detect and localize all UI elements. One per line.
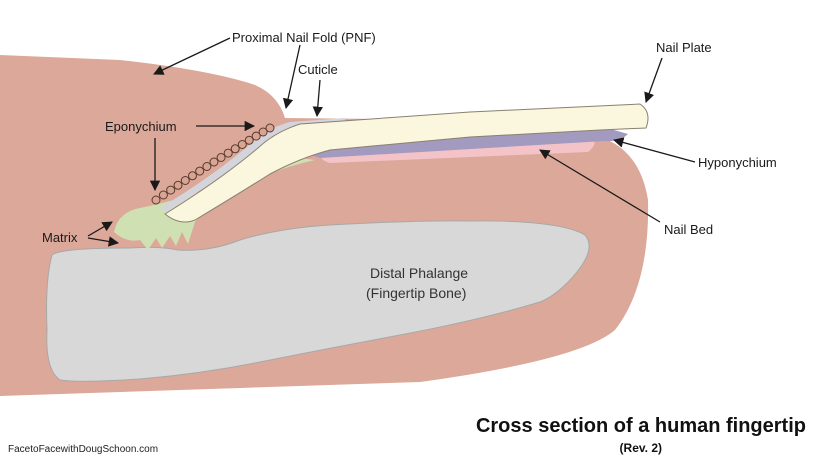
eponychium-bead xyxy=(158,190,168,200)
distal-phalange-bone xyxy=(46,220,590,382)
arrow-nail-plate xyxy=(644,57,663,103)
eponychium-bead xyxy=(188,171,197,181)
label-cuticle: Cuticle xyxy=(298,62,338,77)
eponychium-bead xyxy=(166,185,176,195)
eponychium-bead xyxy=(209,157,219,167)
arrow-pnf-right xyxy=(282,44,301,110)
source-credit: FacetoFacewithDougSchoon.com xyxy=(8,444,158,455)
label-distal-phalange: Distal Phalange xyxy=(370,265,468,281)
hyponychium xyxy=(295,126,628,158)
label-eponychium: Eponychium xyxy=(105,119,177,134)
eponychium-bead xyxy=(202,162,212,171)
arrow-hyponychium xyxy=(612,137,696,163)
eponychium-bead xyxy=(195,166,205,176)
label-fingertip-bone: (Fingertip Bone) xyxy=(366,285,466,301)
eponychium-bead xyxy=(216,153,226,162)
eponychium-bead xyxy=(173,180,183,190)
eponychium-bead xyxy=(258,127,268,137)
eponychium-bead xyxy=(180,176,190,185)
arrow-pnf-left xyxy=(153,37,231,75)
diagram-revision: (Rev. 2) xyxy=(620,441,662,455)
eponychium-beads xyxy=(151,123,275,205)
eponychium-bead xyxy=(237,140,247,149)
eponychium-bead xyxy=(265,123,275,133)
label-nail-bed: Nail Bed xyxy=(664,222,713,237)
label-nail-plate: Nail Plate xyxy=(656,40,712,55)
eponychium-bead xyxy=(151,195,161,205)
arrow-matrix-up xyxy=(87,221,113,237)
matrix xyxy=(114,158,315,250)
eponychium-bead xyxy=(251,131,261,141)
arrow-nail-bed xyxy=(539,149,661,223)
arrow-cuticle xyxy=(312,79,323,118)
eponychium-bead xyxy=(223,148,233,158)
label-hyponychium: Hyponychium xyxy=(698,155,777,170)
arrow-matrix-down xyxy=(87,236,120,247)
cuticle xyxy=(160,118,345,212)
nail-plate xyxy=(164,103,649,223)
label-matrix: Matrix xyxy=(42,230,78,245)
diagram-title: Cross section of a human fingertip xyxy=(476,415,806,437)
eponychium-bead xyxy=(230,144,240,154)
eponychium-bead xyxy=(244,135,254,145)
label-proximal-nail-fold: Proximal Nail Fold (PNF) xyxy=(232,30,376,45)
